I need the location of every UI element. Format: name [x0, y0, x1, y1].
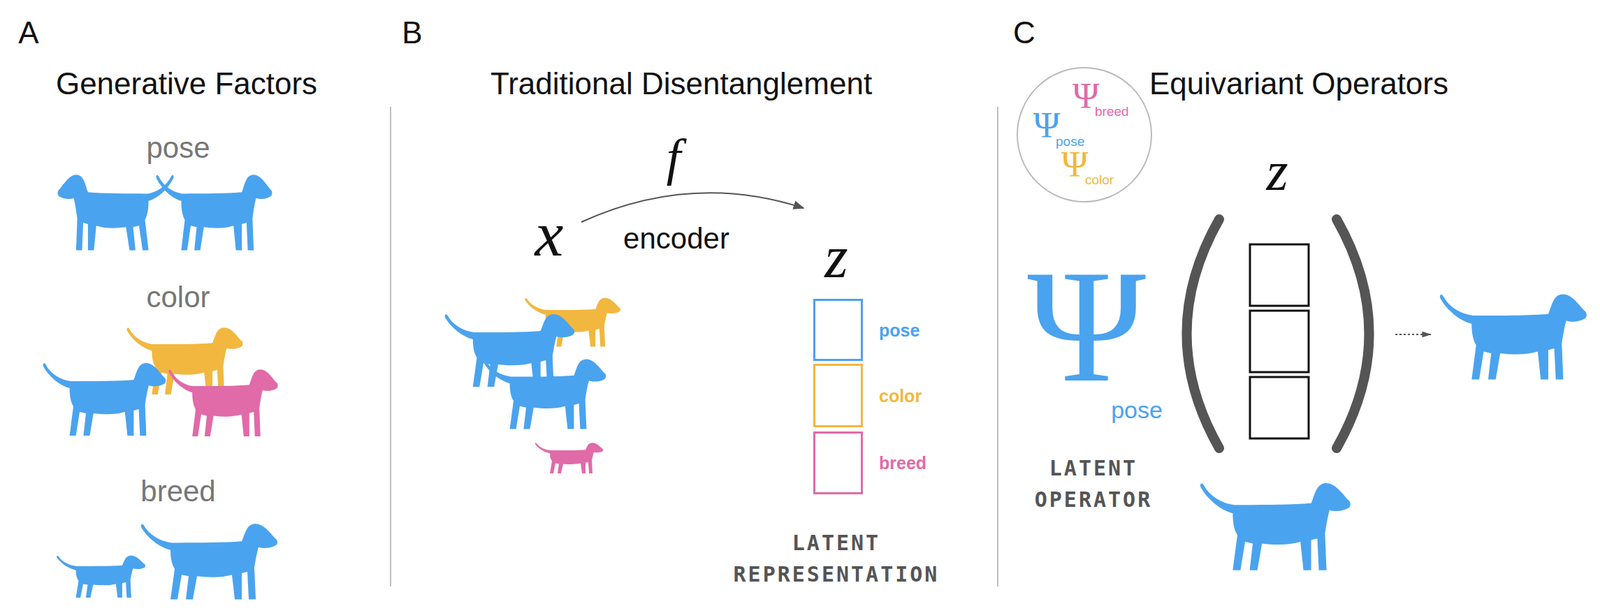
- encoder-arrow: [581, 192, 804, 223]
- math-symbol: x: [535, 200, 564, 269]
- math-symbol: z: [1266, 141, 1288, 201]
- operator-subscript: pose: [1110, 398, 1163, 424]
- dog-silhouette: [168, 369, 278, 437]
- caption-note: LATENT OPERATOR: [1002, 452, 1185, 516]
- dog-silhouette: [57, 174, 174, 251]
- panel-divider: [389, 106, 392, 587]
- latent-slot: [1249, 310, 1309, 373]
- dog-silhouette: [535, 442, 604, 474]
- operator-symbol: Ψ: [1061, 146, 1088, 184]
- operator-subscript: breed: [1094, 104, 1130, 119]
- math-symbol: f: [666, 130, 682, 186]
- dog-silhouette: [483, 359, 607, 430]
- output-arrow: [1395, 333, 1431, 336]
- arrow-label: encoder: [623, 223, 730, 255]
- slot-label: pose: [878, 321, 920, 339]
- dog-silhouette: [445, 314, 575, 388]
- dog-silhouette: [1200, 483, 1351, 571]
- operator-circle: ΨbreedΨposeΨcolor: [1016, 67, 1153, 203]
- panel-divider: [997, 106, 999, 587]
- parenthesis: [1336, 219, 1370, 449]
- factor-name: pose: [146, 132, 210, 164]
- caption-note: LATENT REPRESENTATION: [724, 527, 949, 591]
- panel-letter: B: [401, 16, 423, 49]
- latent-slot: [1249, 377, 1309, 439]
- latent-slot-box: pose: [813, 299, 863, 362]
- latent-slot: [1249, 244, 1309, 307]
- panel-title: Traditional Disentanglement: [490, 67, 872, 100]
- dog-silhouette: [155, 174, 272, 251]
- factor-name: color: [146, 282, 210, 314]
- operator-symbol: Ψ: [1027, 242, 1146, 412]
- panel-letter: A: [18, 16, 39, 49]
- dog-silhouette: [56, 556, 146, 599]
- dog-silhouette: [141, 524, 278, 600]
- latent-slot-box: breed: [813, 431, 863, 495]
- panel-title: Equivariant Operators: [1149, 67, 1449, 100]
- slot-label: color: [878, 387, 922, 405]
- slot-label: breed: [878, 454, 927, 473]
- panel-title: Generative Factors: [55, 67, 318, 100]
- operator-subscript: color: [1085, 173, 1114, 187]
- math-symbol: z: [824, 225, 848, 289]
- panel-letter: C: [1013, 16, 1036, 49]
- latent-slot-box: color: [813, 364, 863, 428]
- factor-name: breed: [140, 476, 216, 508]
- dog-silhouette: [1440, 294, 1587, 381]
- dog-silhouette: [43, 363, 167, 436]
- parenthesis: [1187, 219, 1220, 449]
